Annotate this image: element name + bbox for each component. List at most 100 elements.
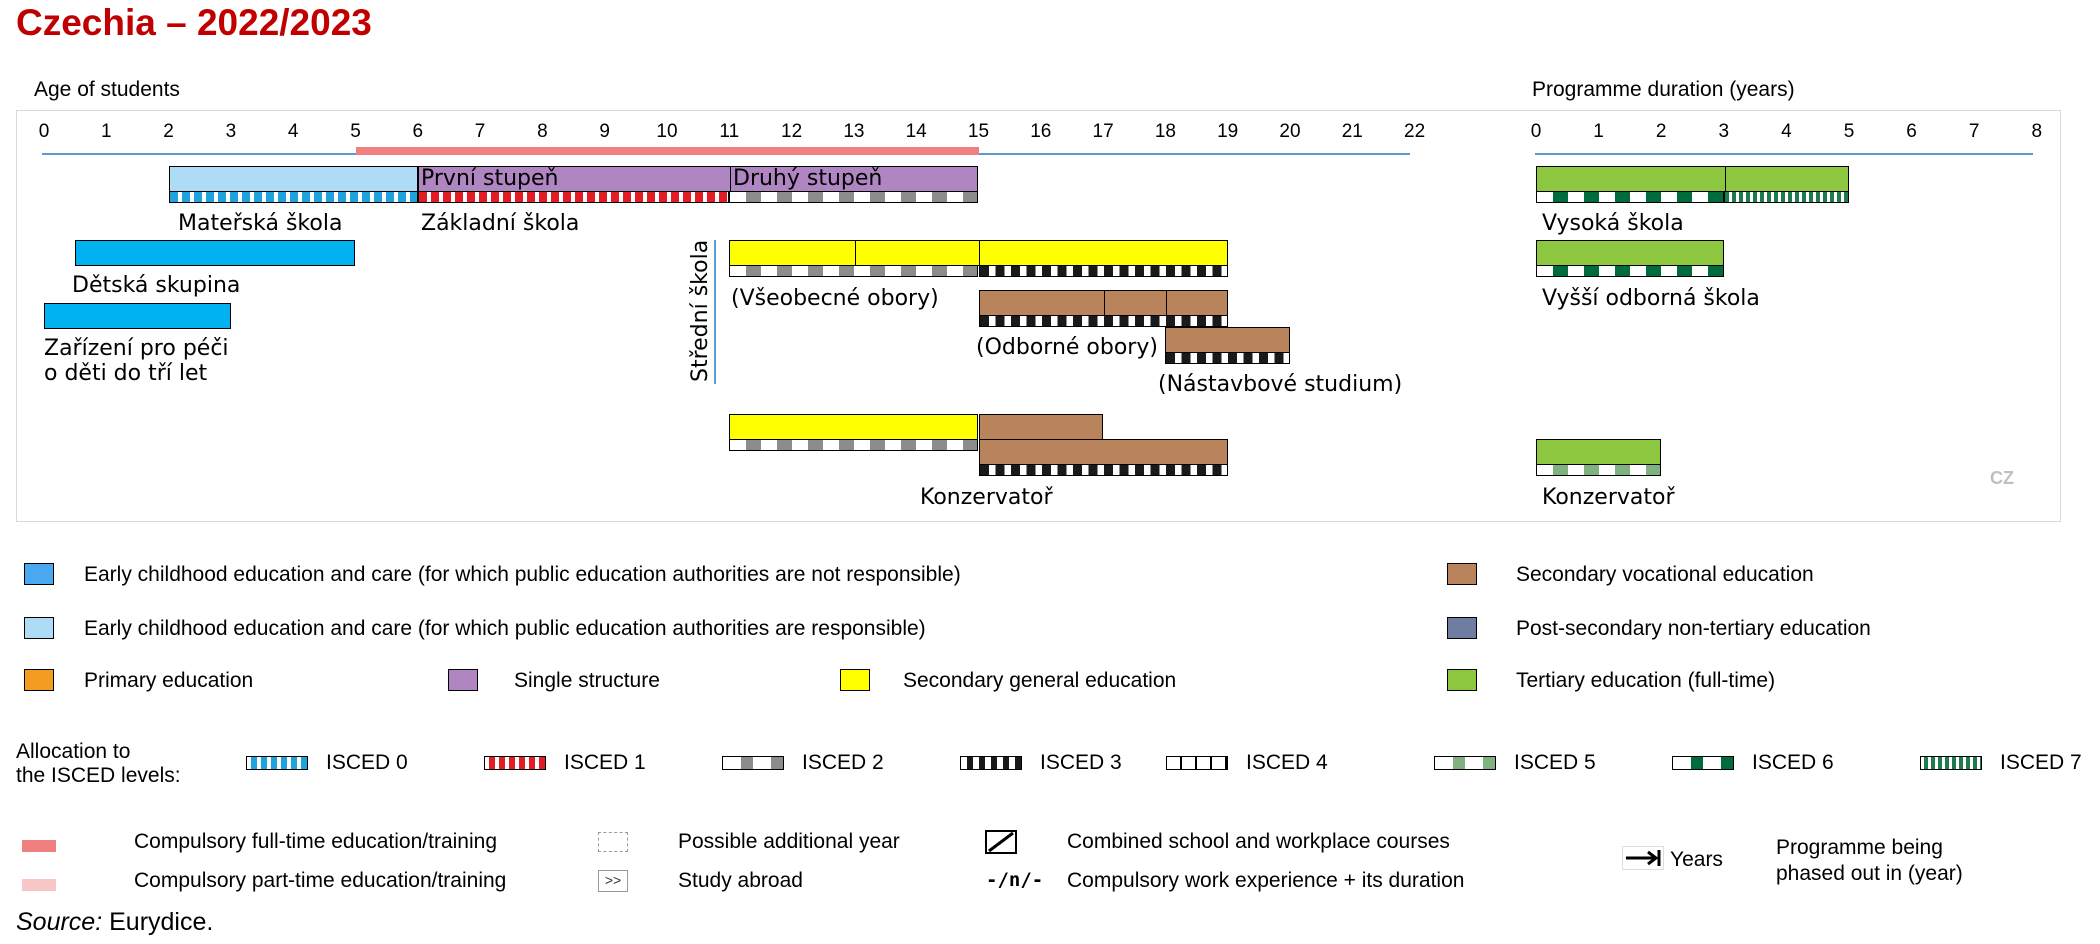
legend-post-secondary: Post-secondary non-tertiary education — [1516, 617, 1871, 640]
label-vyssi-odborna-skola: Vyšší odborná škola — [1542, 286, 1760, 311]
legend-secondary-vocational: Secondary vocational education — [1516, 563, 1814, 586]
age-tick-11: 11 — [719, 121, 740, 142]
duration-tick-8: 8 — [2031, 121, 2043, 142]
age-tick-22: 22 — [1404, 121, 1426, 142]
isced-swatch-0 — [246, 756, 308, 770]
isced-label-6: ISCED 6 — [1752, 751, 1834, 774]
legend-swatch-tertiary — [1447, 669, 1477, 691]
age-tick-8: 8 — [537, 121, 548, 142]
age-tick-15: 15 — [967, 121, 990, 142]
legend-ecec-not-responsible: Early childhood education and care (for … — [84, 563, 961, 586]
age-tick-7: 7 — [474, 121, 486, 142]
legend-swatch-ecec-responsible — [24, 617, 54, 639]
isced-label-0: ISCED 0 — [326, 751, 408, 774]
note-compulsory-part-time: Compulsory part-time education/training — [134, 869, 507, 892]
dashed-box-icon — [598, 832, 628, 852]
age-axis-label: Age of students — [34, 78, 180, 101]
label-prvni-stupen: První stupeň — [421, 166, 559, 191]
duration-axis-line — [1535, 153, 2033, 155]
age-tick-2: 2 — [163, 121, 174, 142]
legend-swatch-secondary-general — [840, 669, 870, 691]
source-label: Source: — [16, 908, 103, 936]
legend-swatch-ecec-not-responsible — [24, 563, 54, 585]
isced-swatch-3 — [960, 756, 1022, 770]
stredni-skola-bracket — [714, 240, 716, 384]
note-compulsory-full-time: Compulsory full-time education/training — [134, 830, 497, 853]
duration-tick-3: 3 — [1718, 121, 1730, 142]
isced-label-5: ISCED 5 — [1514, 751, 1596, 774]
label-stredni-skola: Střední škola — [688, 239, 713, 382]
bar-odborne-obory-divider-0 — [1104, 291, 1106, 315]
legend-swatch-post-secondary — [1447, 617, 1477, 639]
age-tick-12: 12 — [781, 121, 803, 142]
bar-vyssi-odborna-skola — [1536, 240, 1724, 266]
label-detska-skupina: Dětská skupina — [72, 273, 241, 298]
age-tick-17: 17 — [1092, 121, 1114, 142]
duration-tick-7: 7 — [1968, 121, 1980, 142]
strip-zakladni-isced2 — [729, 191, 979, 203]
years-arrow-icon — [1622, 846, 1664, 870]
page-title: Czechia – 2022/2023 — [16, 2, 372, 43]
isced-swatch-7 — [1920, 756, 1982, 770]
strip-konzervator-isced3 — [978, 464, 1228, 476]
bar-detska-skupina — [75, 240, 356, 266]
bar-zakladni-skola-divider-0 — [730, 167, 732, 191]
label-odborne-obory: (Odborné obory) — [976, 335, 1158, 360]
duration-tick-4: 4 — [1781, 121, 1792, 142]
duration-tick-6: 6 — [1906, 121, 1917, 142]
age-tick-1: 1 — [101, 121, 112, 142]
legend-secondary-general: Secondary general education — [903, 669, 1177, 692]
age-tick-6: 6 — [412, 121, 424, 142]
label-konzervator-tertiary: Konzervatoř — [1542, 485, 1675, 510]
age-tick-21: 21 — [1341, 121, 1363, 142]
note-phased-out-2: phased out in (year) — [1776, 862, 1963, 885]
country-code: CZ — [1990, 468, 2014, 488]
isced-swatch-2 — [722, 756, 784, 770]
strip-vyssi-isced6 — [1536, 265, 1724, 277]
duration-tick-2: 2 — [1655, 121, 1667, 142]
isced-label-1: ISCED 1 — [564, 751, 646, 774]
strip-nastavbove-isced4 — [1165, 352, 1290, 364]
age-tick-3: 3 — [225, 121, 237, 142]
age-tick-13: 13 — [843, 121, 865, 142]
duration-axis-label: Programme duration (years) — [1532, 78, 1795, 101]
legend-single-structure: Single structure — [514, 669, 660, 692]
strip-materska-skola-isced0 — [168, 191, 418, 203]
isced-label-7: ISCED 7 — [2000, 751, 2082, 774]
isced-heading-2: the ISCED levels: — [16, 764, 181, 787]
label-zarizeni-1: Zařízení pro péči — [44, 336, 229, 361]
bar-vseobecne-obory-divider-0 — [854, 241, 856, 265]
bar-konzervator-vocational-a — [978, 414, 1104, 440]
isced-label-2: ISCED 2 — [802, 751, 884, 774]
isced-swatch-4 — [1166, 756, 1228, 770]
isced-label-3: ISCED 3 — [1040, 751, 1122, 774]
legend-ecec-responsible: Early childhood education and care (for … — [84, 617, 926, 640]
bar-vysoka-skola-divider-0 — [1724, 167, 1726, 191]
legend-swatch-single-structure — [448, 669, 478, 691]
bar-vseobecne-obory-divider-1 — [979, 241, 981, 265]
note-work-experience: Compulsory work experience + its duratio… — [1067, 869, 1465, 892]
bar-materska-skola — [168, 166, 418, 192]
age-tick-10: 10 — [656, 121, 678, 142]
strip-vseobecne-isced3 — [978, 265, 1228, 277]
duration-tick-0: 0 — [1530, 121, 1542, 142]
legend-swatch-primary — [24, 669, 54, 691]
label-zakladni-skola: Základní škola — [421, 211, 580, 236]
bar-vysoka-skola — [1536, 166, 1849, 192]
strip-vysoka-isced7 — [1723, 191, 1849, 203]
note-years: Years — [1670, 848, 1723, 871]
note-additional-year: Possible additional year — [678, 830, 900, 853]
age-tick-4: 4 — [287, 121, 299, 142]
strip-odborne-isced3 — [978, 315, 1228, 327]
note-study-abroad: Study abroad — [678, 869, 803, 892]
swatch-compulsory-part-time — [22, 879, 56, 891]
age-tick-14: 14 — [905, 121, 927, 142]
isced-label-4: ISCED 4 — [1246, 751, 1328, 774]
isced-swatch-6 — [1672, 756, 1734, 770]
label-druhy-stupen: Druhý stupeň — [733, 166, 883, 191]
compulsory-education-bar — [355, 147, 979, 155]
note-phased-out-1: Programme being — [1776, 836, 1943, 859]
bar-vseobecne-obory — [729, 240, 1228, 266]
chart-frame — [16, 110, 2061, 522]
bar-konzervator-vocational-b — [978, 439, 1228, 465]
